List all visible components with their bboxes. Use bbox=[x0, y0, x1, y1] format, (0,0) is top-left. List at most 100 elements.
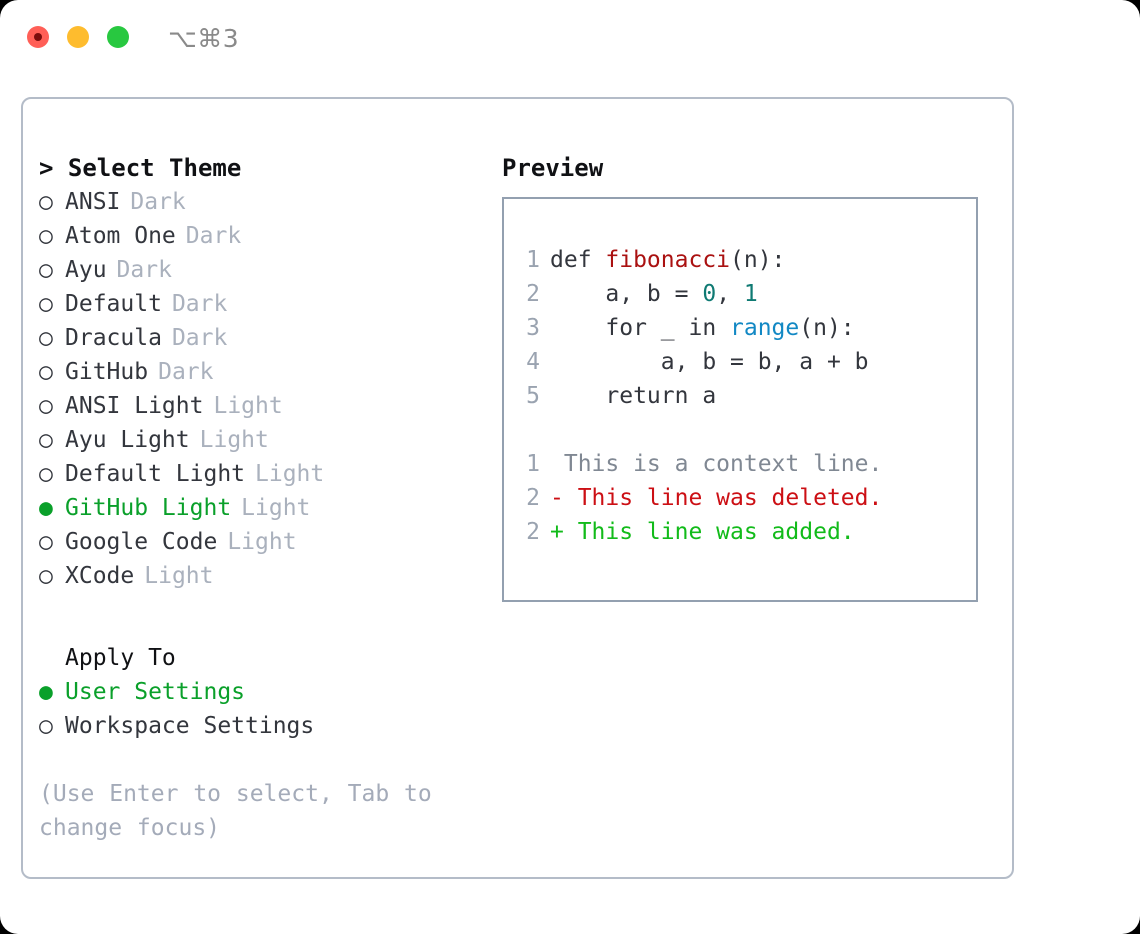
diff-sample: 1 This is a context line. 2 - This line wa… bbox=[504, 447, 976, 549]
theme-option-label: Default bbox=[65, 291, 162, 317]
minimize-button[interactable] bbox=[67, 26, 89, 48]
close-button[interactable] bbox=[27, 26, 49, 48]
theme-option-variant: Dark bbox=[171, 325, 228, 351]
theme-option[interactable]: ○ Default Light Light bbox=[39, 457, 479, 491]
diff-line-deleted: 2 - This line was deleted. bbox=[504, 481, 976, 515]
code-line: 5 return a bbox=[504, 379, 976, 413]
line-number: 2 bbox=[526, 485, 540, 511]
radio-unselected-icon: ○ bbox=[39, 529, 53, 555]
apply-to-heading: Apply To bbox=[65, 645, 176, 671]
theme-option-label: Google Code bbox=[65, 529, 218, 555]
code-line: 2 a, b = 0, 1 bbox=[504, 277, 976, 311]
keyboard-hint-text: (Use Enter to select, Tab to change focu… bbox=[39, 781, 432, 841]
theme-option-variant: Dark bbox=[158, 359, 214, 385]
apply-to-option-label: Workspace Settings bbox=[65, 713, 315, 739]
code-token-call: range bbox=[730, 315, 800, 341]
radio-unselected-icon: ○ bbox=[39, 223, 53, 249]
preview-heading: Preview bbox=[502, 154, 604, 182]
radio-selected-icon: ● bbox=[39, 495, 53, 521]
code-token-num: 0 bbox=[702, 281, 717, 307]
code-line: 1 def fibonacci(n): bbox=[504, 243, 976, 277]
code-line-text: def fibonacci(n): bbox=[550, 243, 785, 277]
theme-option-label: ANSI bbox=[65, 189, 121, 215]
theme-option[interactable]: ○ Dracula Dark bbox=[39, 321, 479, 355]
diff-line-text: This is a context line. bbox=[550, 451, 883, 477]
section-spacer bbox=[39, 593, 479, 641]
radio-unselected-icon: ○ bbox=[39, 257, 53, 283]
line-number: 4 bbox=[526, 349, 540, 375]
theme-option-label: ANSI Light bbox=[65, 393, 204, 419]
theme-option-label: Atom One bbox=[65, 223, 176, 249]
code-line-text: return a bbox=[550, 379, 716, 413]
radio-unselected-icon: ○ bbox=[39, 713, 53, 739]
zoom-button[interactable] bbox=[107, 26, 129, 48]
theme-option-variant: Light bbox=[213, 393, 283, 419]
radio-unselected-icon: ○ bbox=[39, 563, 53, 589]
select-theme-heading: > Select Theme bbox=[39, 154, 242, 182]
theme-option[interactable]: ● GitHub Light Light bbox=[39, 491, 479, 525]
code-token-num: 1 bbox=[743, 281, 758, 307]
code-token-plain: , bbox=[716, 281, 744, 307]
diff-line-context: 1 This is a context line. bbox=[504, 447, 976, 481]
theme-option-variant: Light bbox=[241, 495, 311, 521]
theme-option-label: Dracula bbox=[65, 325, 162, 351]
code-token-plain: (n): bbox=[730, 247, 786, 273]
code-token-plain: return a bbox=[550, 383, 717, 409]
diff-line-added: 2+ This line was added. bbox=[504, 515, 976, 549]
title-bar: ⌥⌘3 bbox=[0, 0, 1140, 76]
line-number: 2 bbox=[526, 281, 540, 307]
theme-option-variant: Light bbox=[227, 529, 297, 555]
radio-unselected-icon: ○ bbox=[39, 461, 53, 487]
theme-option-variant: Light bbox=[255, 461, 325, 487]
theme-option-variant: Dark bbox=[171, 291, 228, 317]
diff-spacer bbox=[504, 413, 976, 447]
theme-option[interactable]: ○ Ayu Light Light bbox=[39, 423, 479, 457]
radio-unselected-icon: ○ bbox=[39, 427, 53, 453]
theme-option-variant: Dark bbox=[130, 189, 186, 215]
radio-unselected-icon: ○ bbox=[39, 325, 53, 351]
theme-option-variant: Light bbox=[199, 427, 269, 453]
line-number: 5 bbox=[526, 383, 540, 409]
theme-option-label: XCode bbox=[65, 563, 135, 589]
theme-option-label: Ayu Light bbox=[65, 427, 190, 453]
traffic-light-buttons bbox=[27, 26, 129, 48]
line-number: 1 bbox=[526, 451, 540, 477]
line-number: 3 bbox=[526, 315, 540, 341]
theme-option[interactable]: ○ Default Dark bbox=[39, 287, 479, 321]
code-token-plain: def bbox=[550, 247, 606, 273]
code-token-plain: a, b = bbox=[550, 281, 703, 307]
apply-to-option-label: User Settings bbox=[65, 679, 246, 705]
line-number: 1 bbox=[526, 247, 540, 273]
line-number: 2 bbox=[526, 519, 540, 545]
radio-unselected-icon: ○ bbox=[39, 291, 53, 317]
code-token-fn: fibonacci bbox=[605, 247, 731, 273]
code-line: 3 for _ in range(n): bbox=[504, 311, 976, 345]
code-token-plain: (n): bbox=[799, 315, 855, 341]
diff-line-text: - This line was deleted. bbox=[550, 485, 883, 511]
theme-option-label: GitHub bbox=[65, 359, 149, 385]
apply-to-option-list[interactable]: ● User Settings ○ Workspace Settings bbox=[39, 675, 479, 743]
theme-option-variant: Dark bbox=[116, 257, 172, 283]
theme-option[interactable]: ○ Google Code Light bbox=[39, 525, 479, 559]
radio-selected-icon: ● bbox=[39, 679, 53, 705]
apply-to-option[interactable]: ● User Settings bbox=[39, 675, 479, 709]
code-line-text: a, b = b, a + b bbox=[550, 345, 869, 379]
code-token-plain: a, b = b, a + b bbox=[550, 349, 869, 375]
theme-option-label: Default Light bbox=[65, 461, 246, 487]
theme-option-label: GitHub Light bbox=[65, 495, 232, 521]
keyboard-shortcut-label: ⌥⌘3 bbox=[168, 24, 240, 53]
apply-to-option[interactable]: ○ Workspace Settings bbox=[39, 709, 479, 743]
code-line: 4 a, b = b, a + b bbox=[504, 345, 976, 379]
